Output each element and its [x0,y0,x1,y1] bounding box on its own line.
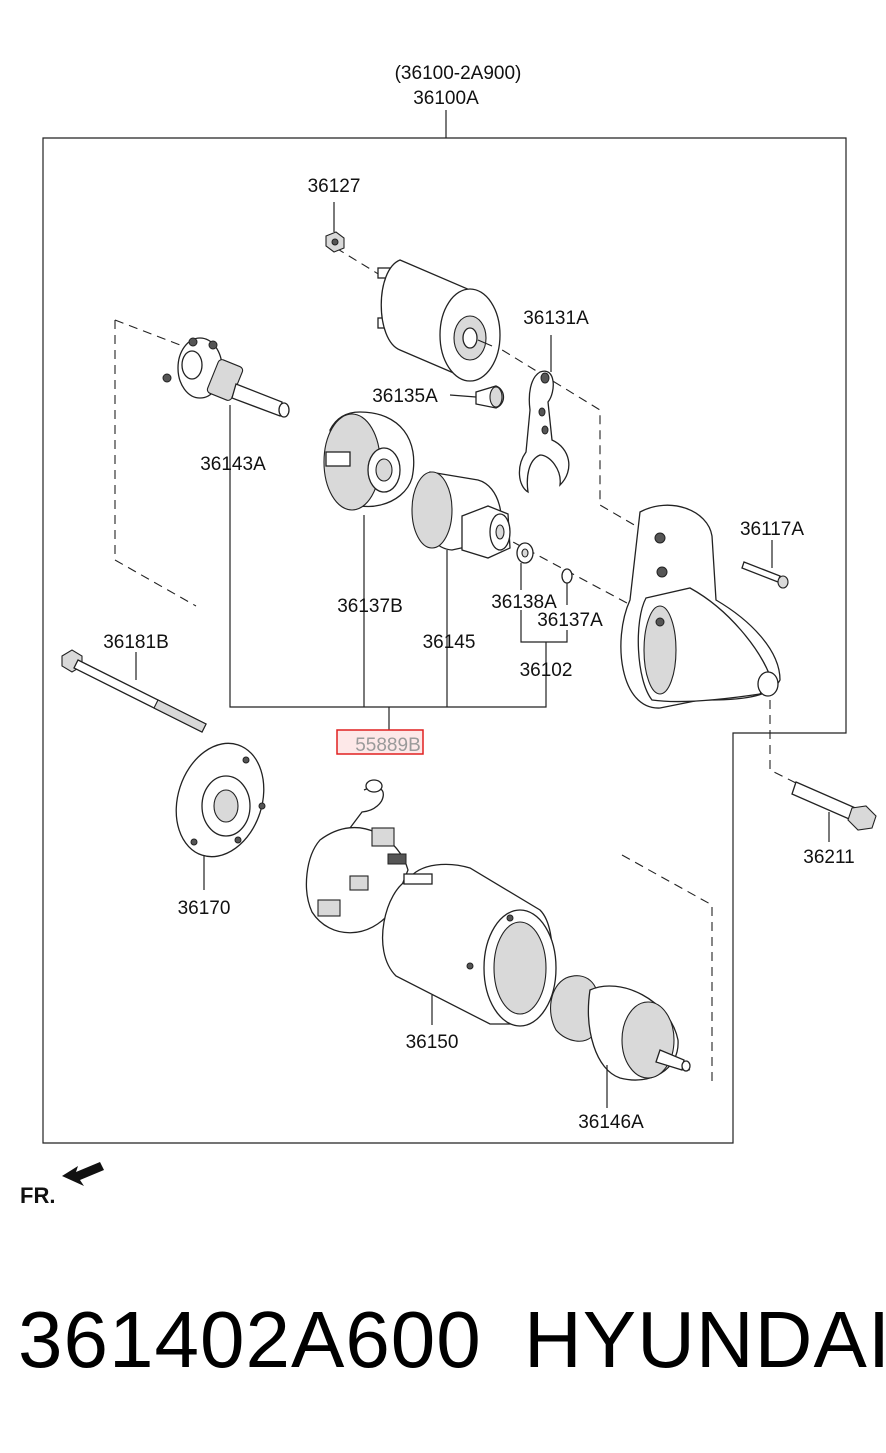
assembly-number[interactable]: 36100A [413,88,479,109]
drive-shaft-36143A[interactable] [162,337,290,418]
part-number: 361402A600 [18,1295,482,1384]
label-36137B[interactable]: 36137B [337,596,403,617]
solenoid-switch[interactable] [377,259,501,382]
label-36211[interactable]: 36211 [803,847,854,868]
label-36146A[interactable]: 36146A [578,1112,644,1133]
label-36170[interactable]: 36170 [178,898,231,919]
label-36102[interactable]: 36102 [520,660,573,681]
front-arrow-icon [62,1162,104,1186]
label-36117A[interactable]: 36117A [740,519,804,540]
plunger-cap-36135A[interactable] [475,385,505,409]
label-36150[interactable]: 36150 [406,1032,459,1053]
gear-housing-36137B[interactable] [323,411,415,511]
assembly-alt-number[interactable]: (36100-2A900) [395,63,522,84]
washer-36138A[interactable] [516,542,534,564]
front-housing[interactable] [620,504,781,709]
label-36131A[interactable]: 36131A [523,308,589,329]
label-36135A[interactable]: 36135A [372,386,438,407]
label-36138A[interactable]: 36138A [491,592,557,613]
label-55889B[interactable]: 55889B [355,735,421,756]
label-36127[interactable]: 36127 [308,176,361,197]
yoke-36150[interactable] [382,863,557,1027]
rear-cover-36170[interactable] [162,732,278,868]
shift-lever-36131A[interactable] [518,370,570,494]
overrunning-clutch-36145[interactable] [411,471,511,559]
label-36137A[interactable]: 36137A [537,610,603,631]
bolt-36117A[interactable] [741,561,789,589]
label-36181B[interactable]: 36181B [103,632,169,653]
through-bolt-36181B[interactable] [61,649,207,733]
nut-36127[interactable] [325,231,345,253]
label-36143A[interactable]: 36143A [200,454,266,475]
brush-holder[interactable] [305,779,409,934]
direction-label: FR. [20,1183,55,1208]
brand-name: HYUNDAI [524,1295,886,1384]
snap-ring-36137A[interactable] [561,568,573,584]
label-36145[interactable]: 36145 [423,632,476,653]
assembly-frame [42,137,847,1144]
bolt-36211[interactable] [791,781,877,831]
highlight-box-55889B [336,729,424,755]
footer: 361402A600 HYUNDAI [0,1290,886,1400]
armature-36146A[interactable] [550,975,691,1081]
